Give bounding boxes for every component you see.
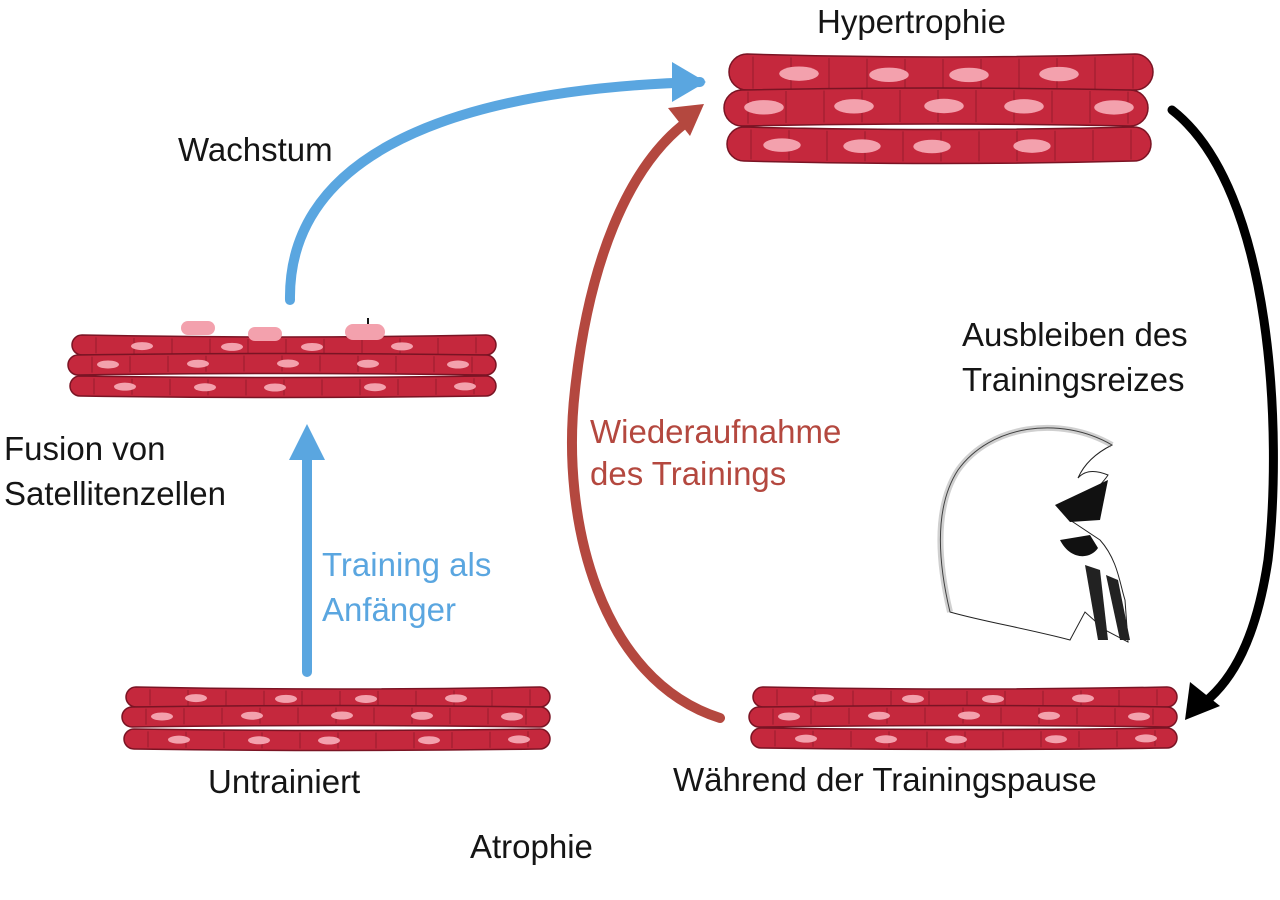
- label-wiederaufnahme-line1: Wiederaufnahme: [590, 413, 842, 450]
- fiber-nucleus: [1038, 711, 1060, 720]
- fiber-nucleus: [187, 359, 209, 368]
- untrained-fiber-bundle: [121, 686, 551, 752]
- fiber-nucleus: [194, 383, 216, 392]
- fiber-nucleus: [364, 383, 386, 392]
- fiber-nucleus: [1013, 139, 1051, 153]
- label-ausbleiben-line1: Ausbleiben des: [962, 316, 1188, 353]
- fiber-nucleus: [275, 694, 297, 703]
- fiber-nucleus: [982, 694, 1004, 703]
- beginner-training-arrow-head: [289, 424, 325, 460]
- label-training-line2: Anfänger: [322, 591, 456, 628]
- growth-arrow: [284, 77, 705, 305]
- fiber-nucleus: [151, 712, 173, 721]
- fiber-nucleus: [277, 359, 299, 368]
- satellite-cell: [181, 321, 215, 335]
- fiber-nucleus: [114, 382, 136, 391]
- fiber-nucleus: [318, 736, 340, 745]
- fiber-nucleus: [97, 360, 119, 369]
- fiber-nucleus: [812, 694, 834, 703]
- fiber-nucleus: [945, 735, 967, 744]
- fiber-nucleus: [501, 712, 523, 721]
- label-ausbleiben-line2: Trainingsreizes: [962, 361, 1185, 398]
- pause-fiber-bundle: [748, 686, 1178, 751]
- fiber-nucleus: [958, 711, 980, 720]
- fiber-nucleus: [221, 342, 243, 351]
- resume-training-arrow: [567, 113, 725, 723]
- fiber-nucleus: [248, 736, 270, 745]
- fiber-nucleus: [168, 735, 190, 744]
- fiber-nucleus: [1072, 694, 1094, 703]
- detraining-arrow-head: [1185, 682, 1220, 720]
- hypertrophy-fiber-bundle: [723, 53, 1154, 165]
- fiber-nucleus: [447, 360, 469, 369]
- fiber-nucleus: [1135, 734, 1157, 743]
- label-untrainiert: Untrainiert: [208, 763, 361, 800]
- fiber-nucleus: [508, 735, 530, 744]
- detraining-arrow: [1167, 105, 1278, 707]
- fiber-nucleus: [331, 711, 353, 720]
- label-trainingspause: Während der Trainingspause: [673, 761, 1097, 798]
- label-wachstum: Wachstum: [178, 131, 333, 168]
- fiber-nucleus: [869, 67, 909, 83]
- fiber-nucleus: [445, 694, 467, 703]
- fiber-nucleus: [1128, 712, 1150, 721]
- label-wiederaufnahme-line2: des Trainings: [590, 455, 787, 492]
- label-hypertrophie: Hypertrophie: [817, 3, 1006, 40]
- fiber-nucleus: [763, 138, 801, 152]
- fiber-nucleus: [411, 711, 433, 720]
- fiber-nucleus: [391, 342, 413, 351]
- resume-training-arrow-head: [668, 104, 704, 136]
- fiber-nucleus: [131, 342, 153, 351]
- fiber-nucleus: [241, 711, 263, 720]
- growth-arrow-head: [672, 62, 706, 102]
- fiber-nucleus: [301, 342, 323, 351]
- fiber-nucleus: [744, 100, 784, 115]
- spartan-helmet-icon: [937, 424, 1130, 643]
- fiber-nucleus: [924, 98, 964, 114]
- fiber-nucleus: [902, 694, 924, 703]
- label-fusion-line2: Satellitenzellen: [4, 475, 226, 512]
- fusion-fiber-bundle: [67, 334, 497, 399]
- label-atrophie: Atrophie: [470, 828, 593, 865]
- fiber-nucleus: [1094, 100, 1134, 115]
- satellite-cell: [345, 324, 385, 340]
- fiber-nucleus: [1004, 99, 1044, 114]
- fiber-nucleus: [875, 735, 897, 744]
- label-fusion-line1: Fusion von: [4, 430, 166, 467]
- fiber-nucleus: [779, 66, 819, 81]
- fiber-nucleus: [357, 359, 379, 368]
- fiber-nucleus: [1045, 735, 1067, 744]
- fiber-nucleus: [795, 734, 817, 743]
- fiber-nucleus: [843, 139, 881, 153]
- fiber-nucleus: [778, 712, 800, 721]
- fiber-nucleus: [834, 99, 874, 114]
- fiber-nucleus: [949, 67, 989, 83]
- label-training-line1: Training als: [322, 546, 492, 583]
- fiber-nucleus: [454, 382, 476, 391]
- fiber-nucleus: [1039, 66, 1079, 82]
- satellite-cell: [248, 327, 282, 341]
- fiber-nucleus: [868, 711, 890, 720]
- fiber-nucleus: [418, 736, 440, 745]
- fiber-nucleus: [185, 694, 207, 703]
- fiber-nucleus: [264, 383, 286, 392]
- fiber-nucleus: [355, 694, 377, 703]
- fiber-nucleus: [913, 139, 951, 154]
